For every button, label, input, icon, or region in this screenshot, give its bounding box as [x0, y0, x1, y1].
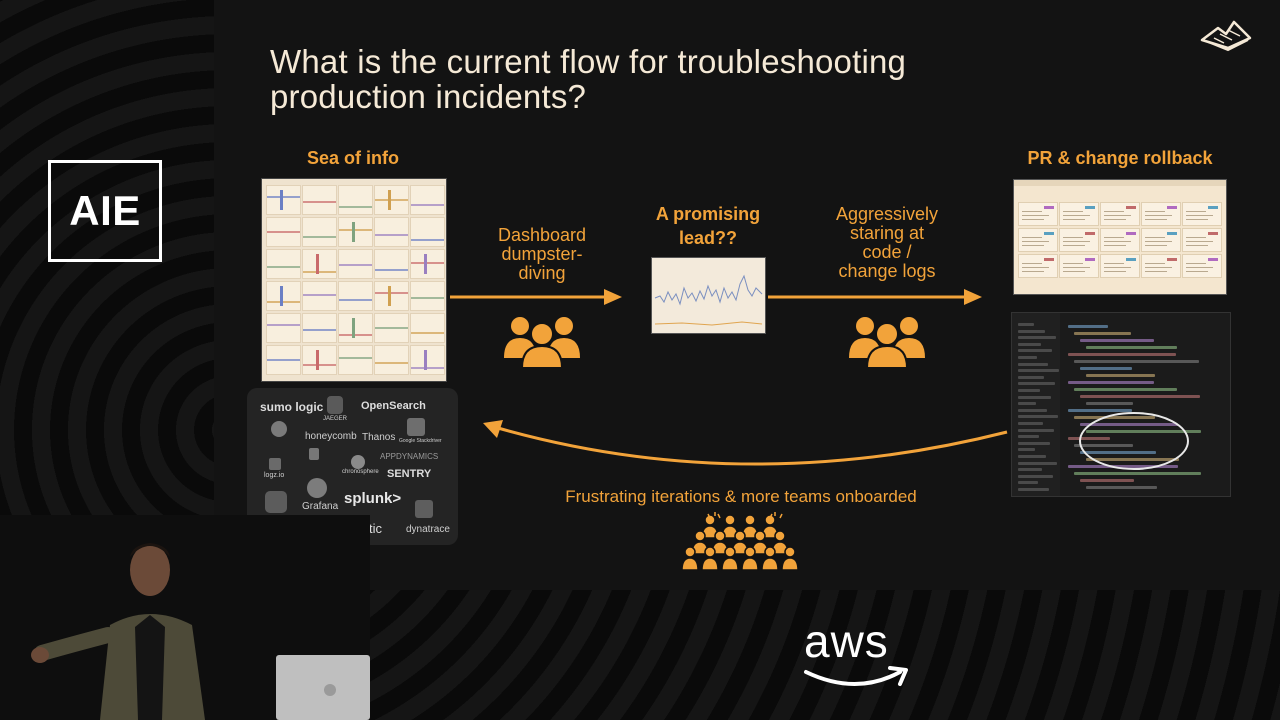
vendor-sumo-logic: sumo logic	[260, 400, 324, 414]
vendor-sentry: SENTRY	[387, 468, 432, 480]
speaker-video	[0, 515, 370, 720]
vendor-elastic-partial: tic	[369, 521, 382, 536]
aie-event-badge: AIE	[48, 160, 162, 262]
code-editor-screenshot	[1011, 312, 1231, 497]
staring-at-code-label: Aggressively staring at code / change lo…	[812, 205, 962, 281]
dashboard-diving-line-3: diving	[518, 263, 566, 283]
promising-lead-line-1: A promising	[655, 204, 761, 224]
slide-title: What is the current flow for troubleshoo…	[270, 44, 1030, 114]
dashboards-screenshot	[261, 178, 447, 382]
vendor-honeycomb: honeycomb	[305, 431, 357, 442]
staring-line-3: code /	[862, 242, 912, 262]
vendor-splunk: splunk>	[344, 490, 402, 507]
vendor-opensearch: OpenSearch	[361, 400, 426, 412]
dashboard-diving-line-1: Dashboard	[497, 225, 587, 245]
vendor-dynatrace: dynatrace	[406, 524, 450, 535]
pr-window-titlebar	[1014, 180, 1226, 186]
vendor-jaeger: JAEGER	[323, 416, 348, 422]
grafana-icon	[307, 478, 327, 498]
team-people-icon	[502, 312, 582, 368]
arrow-iteration-back	[483, 420, 1008, 466]
frustrating-iterations-label: Frustrating iterations & more teams onbo…	[565, 487, 917, 506]
promising-lead-line-2: lead??	[678, 228, 737, 248]
sea-of-info-label: Sea of info	[306, 148, 399, 168]
staring-line-1: Aggressively	[835, 204, 939, 224]
dashboard-diving-line-2: dumpster-	[501, 244, 583, 264]
vendor-thanos: Thanos	[362, 432, 396, 443]
vendor-chronosphere: chronosphere	[342, 469, 379, 475]
mountain-logo-icon	[1198, 14, 1254, 54]
staring-line-2: staring at	[849, 223, 925, 243]
promising-lead-chart	[651, 257, 766, 334]
aws-logo: aws	[800, 615, 912, 692]
highlight-circle	[1079, 412, 1189, 470]
vendor-logzio: logz.io	[264, 472, 285, 479]
speaker-figure	[0, 515, 370, 720]
slide-title-line-1: What is the current flow for troubleshoo…	[270, 43, 907, 80]
aws-smile-icon	[804, 666, 908, 686]
promising-lead-label: A promising lead??	[632, 202, 784, 250]
vendor-appdynamics: APPDYNAMICS	[380, 452, 439, 461]
crowd-people-icon	[682, 512, 800, 572]
vendor-google-stackdriver: Google Stackdriver	[399, 438, 442, 444]
arrow-to-lead	[450, 289, 622, 305]
dynatrace-icon	[415, 500, 433, 518]
aws-logo-text: aws	[804, 615, 889, 667]
chronosphere-icon	[351, 455, 365, 469]
logzio-icon	[269, 458, 281, 470]
google-stackdriver-icon	[407, 418, 425, 436]
staring-line-4: change logs	[838, 261, 936, 281]
datadog-icon	[265, 491, 287, 513]
vendor-grafana: Grafana	[302, 501, 339, 512]
prometheus-icon	[271, 421, 287, 437]
pr-rollback-label: PR & change rollback	[1027, 148, 1213, 168]
team-people-icon	[847, 312, 927, 368]
dashboard-diving-label: Dashboard dumpster- diving	[478, 226, 606, 283]
aie-badge-text: AIE	[69, 187, 141, 234]
jaeger-icon	[327, 396, 343, 414]
arrow-to-rollback	[768, 289, 982, 305]
tempo-icon	[309, 448, 319, 460]
slide-title-line-2: production incidents?	[270, 78, 587, 115]
pr-rollback-screenshot	[1013, 179, 1227, 295]
